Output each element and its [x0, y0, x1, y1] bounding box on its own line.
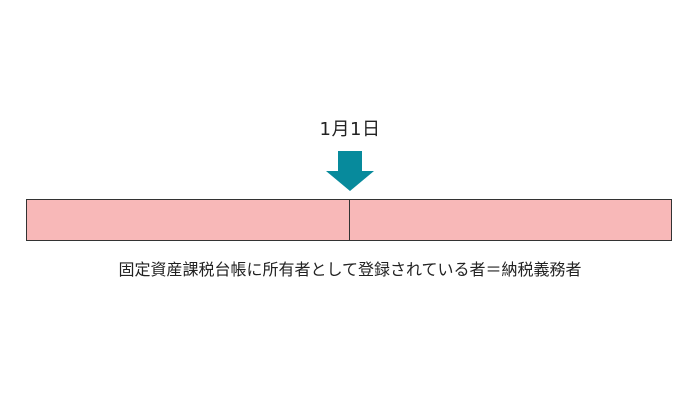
caption-text: 固定資産課税台帳に所有者として登録されている者＝納税義務者 — [118, 260, 582, 279]
down-arrow-shape — [326, 151, 374, 191]
timeline-segment-after — [349, 200, 671, 240]
down-arrow-icon — [326, 151, 374, 191]
timeline-segment-before — [27, 200, 350, 240]
date-label: 1月1日 — [319, 119, 381, 140]
timeline-bar — [26, 199, 672, 241]
